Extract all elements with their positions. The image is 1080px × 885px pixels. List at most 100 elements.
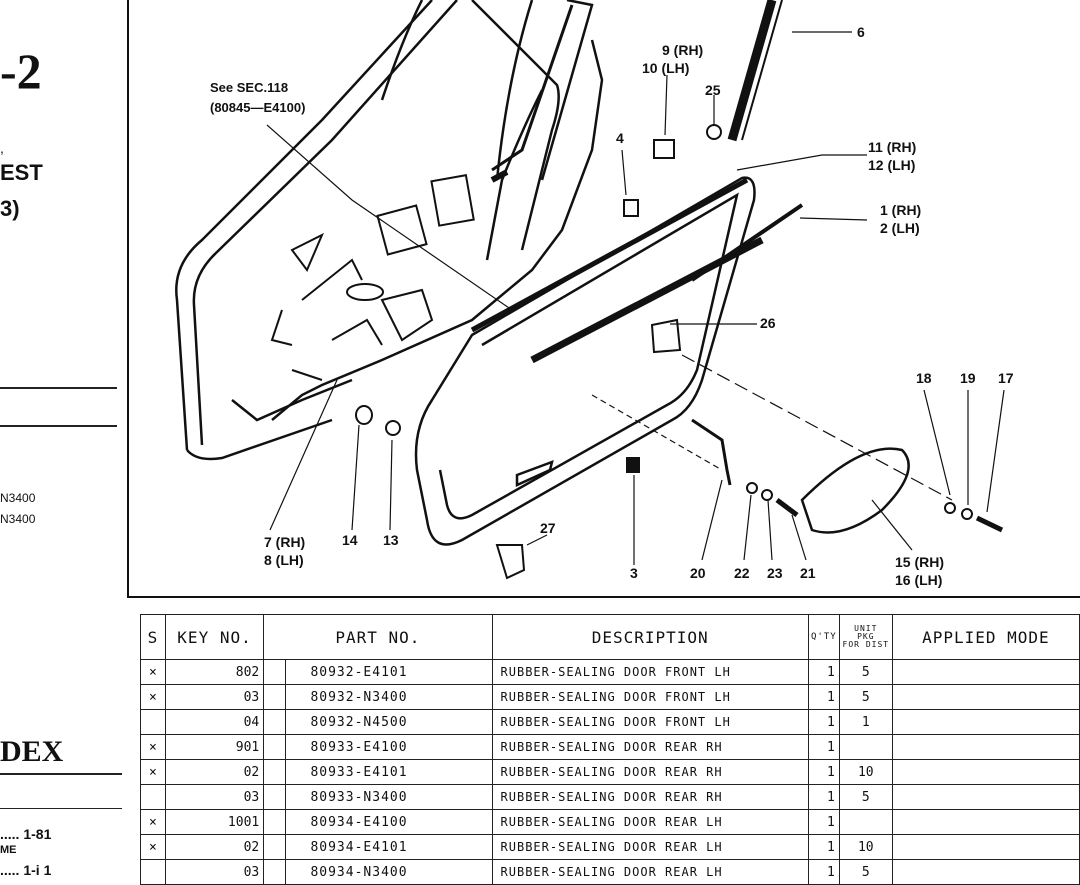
- cell-description: RUBBER-SEALING DOOR FRONT LH: [491, 684, 809, 710]
- cell-part-tick: [263, 659, 286, 685]
- cell-key-no: 802: [164, 659, 265, 685]
- cell-key-no: 02: [164, 759, 265, 785]
- unit-line: PKG: [857, 632, 875, 641]
- door-inner-panel: [175, 0, 604, 461]
- callout-20: 20: [690, 565, 706, 581]
- cell-description: RUBBER-SEALING DOOR REAR LH: [491, 834, 809, 860]
- cell-applied-mode: [891, 709, 1080, 735]
- index-entry: ..... 1-81: [0, 826, 52, 842]
- callout-13: 13: [383, 532, 399, 548]
- callout-9: 9 (RH): [662, 42, 703, 58]
- cell-qty: 1: [807, 709, 840, 735]
- cell-qty: 1: [807, 784, 840, 810]
- cell-applied-mode: [891, 784, 1080, 810]
- callout-25: 25: [705, 82, 721, 98]
- cell-s: [140, 859, 166, 885]
- callout-27: 27: [540, 520, 556, 536]
- cell-part-tick: [263, 859, 286, 885]
- callout-7: 7 (RH): [264, 534, 305, 550]
- margin-divider: [0, 387, 117, 389]
- cell-key-no: 03: [164, 684, 265, 710]
- callout-15: 15 (RH): [895, 554, 944, 570]
- callout-2: 2 (LH): [880, 220, 920, 236]
- cell-part-tick: [263, 734, 286, 760]
- cell-key-no: 1001: [164, 809, 265, 835]
- callout-22: 22: [734, 565, 750, 581]
- col-s: S: [140, 614, 166, 660]
- index-divider: [0, 773, 122, 775]
- cell-unit-pkg: 5: [838, 859, 893, 885]
- col-applied-mode: APPLIED MODE: [891, 614, 1080, 660]
- cell-applied-mode: [891, 734, 1080, 760]
- callout-19: 19: [960, 370, 976, 386]
- callout-12: 12 (LH): [868, 157, 915, 173]
- margin-note: N3400: [0, 512, 36, 526]
- cell-description: RUBBER-SEALING DOOR FRONT LH: [491, 659, 809, 685]
- cell-s: ×: [140, 759, 166, 785]
- margin-divider: [0, 425, 117, 427]
- cell-part-tick: [263, 809, 286, 835]
- cell-part-no: 80932-E4101: [285, 659, 493, 685]
- cell-s: ×: [140, 734, 166, 760]
- margin-est-text: EST: [0, 160, 43, 185]
- cell-part-no: 80933-E4100: [285, 734, 493, 760]
- callout-8: 8 (LH): [264, 552, 304, 568]
- cell-part-tick: [263, 784, 286, 810]
- cell-applied-mode: [891, 859, 1080, 885]
- cell-unit-pkg: 5: [838, 659, 893, 685]
- callout-26: 26: [760, 315, 776, 331]
- cell-unit-pkg: [838, 809, 893, 835]
- cell-description: RUBBER-SEALING DOOR REAR RH: [491, 784, 809, 810]
- cell-s: ×: [140, 684, 166, 710]
- index-divider: [0, 808, 122, 809]
- cell-part-tick: [263, 684, 286, 710]
- unit-line: UNIT: [854, 624, 878, 633]
- cell-description: RUBBER-SEALING DOOR REAR LH: [491, 859, 809, 885]
- margin-b3-text: 3): [0, 196, 20, 221]
- col-part-no: PART NO.: [263, 614, 493, 660]
- cell-qty: 1: [807, 859, 840, 885]
- index-title: DEX: [0, 735, 64, 768]
- cell-part-tick: [263, 709, 286, 735]
- cell-part-no: 80932-N3400: [285, 684, 493, 710]
- cell-key-no: 02: [164, 834, 265, 860]
- callout-23: 23: [767, 565, 783, 581]
- cell-part-no: 80933-E4101: [285, 759, 493, 785]
- cell-s: ×: [140, 834, 166, 860]
- cell-applied-mode: [891, 684, 1080, 710]
- cell-applied-mode: [891, 834, 1080, 860]
- index-entry: ME: [0, 844, 17, 856]
- cell-s: [140, 784, 166, 810]
- col-description: DESCRIPTION: [491, 614, 809, 660]
- cell-qty: 1: [807, 834, 840, 860]
- cell-qty: 1: [807, 659, 840, 685]
- see-sec-part-label: (80845—E4100): [210, 100, 305, 115]
- cell-unit-pkg: 10: [838, 759, 893, 785]
- cell-unit-pkg: [838, 734, 893, 760]
- parts-table: S KEY NO. PART NO. DESCRIPTION Q'TY UNIT…: [140, 614, 1080, 885]
- index-entry: ..... 1-i 1: [0, 862, 52, 878]
- cell-part-no: 80932-N4500: [285, 709, 493, 735]
- margin-comma: ,: [0, 140, 4, 156]
- cell-qty: 1: [807, 759, 840, 785]
- cell-key-no: 03: [164, 859, 265, 885]
- cell-key-no: 03: [164, 784, 265, 810]
- unit-line: FOR DIST: [842, 640, 890, 649]
- cell-unit-pkg: 5: [838, 684, 893, 710]
- cell-part-no: 80934-E4100: [285, 809, 493, 835]
- callout-4: 4: [616, 130, 624, 146]
- cell-description: RUBBER-SEALING DOOR REAR RH: [491, 759, 809, 785]
- callout-17: 17: [998, 370, 1014, 386]
- exploded-door-diagram: See SEC.118 (80845—E4100) 6 9 (RH) 10 (L…: [127, 0, 1080, 598]
- cell-description: RUBBER-SEALING DOOR REAR RH: [491, 734, 809, 760]
- margin-note: N3400: [0, 491, 36, 505]
- cell-part-tick: [263, 834, 286, 860]
- cell-part-no: 80934-N3400: [285, 859, 493, 885]
- cell-qty: 1: [807, 684, 840, 710]
